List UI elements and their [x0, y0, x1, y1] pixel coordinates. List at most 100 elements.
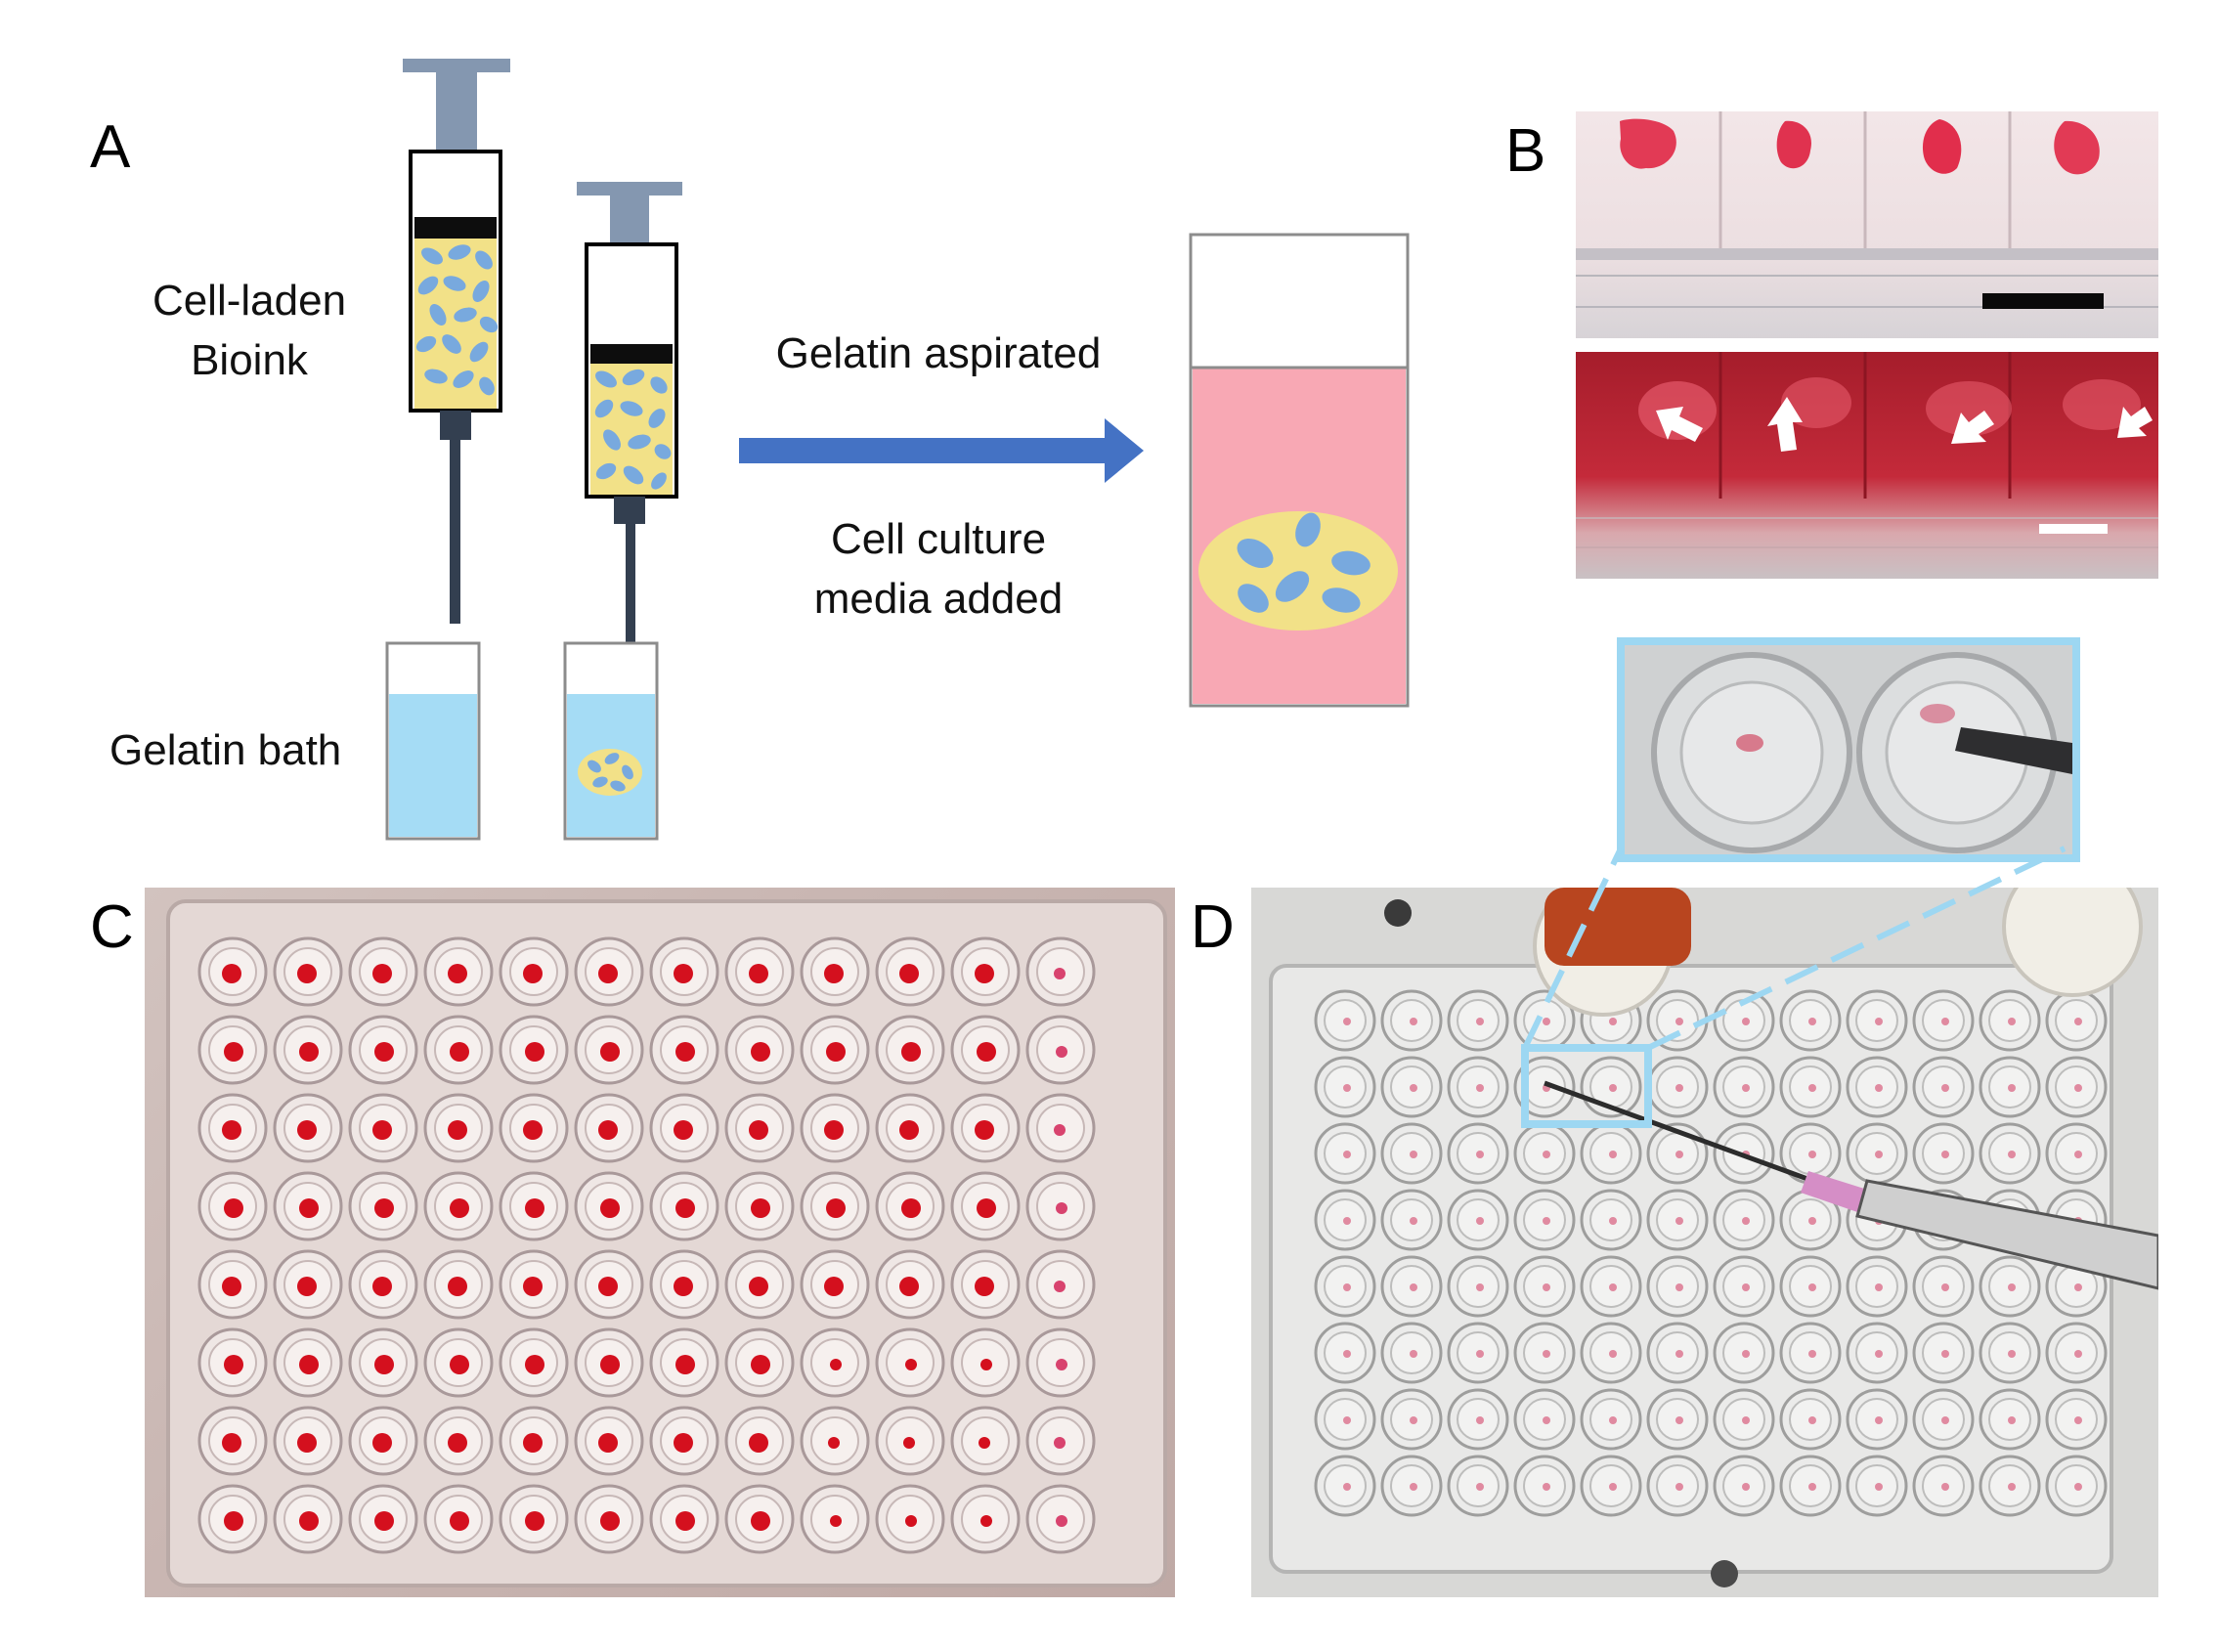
well: [423, 1406, 494, 1476]
well: [1447, 1122, 1509, 1185]
well: [1779, 1388, 1842, 1451]
well: [2045, 1455, 2108, 1517]
well: [197, 1406, 268, 1476]
well: [499, 1015, 569, 1085]
syringe-2: [577, 182, 682, 729]
well: [348, 1327, 418, 1398]
well: [1979, 1388, 2041, 1451]
well: [1779, 989, 1842, 1052]
well: [1447, 1455, 1509, 1517]
well: [649, 936, 719, 1007]
well: [273, 1249, 343, 1320]
well: [499, 1327, 569, 1398]
well: [950, 936, 1021, 1007]
well: [1779, 1322, 1842, 1384]
well: [1314, 1189, 1376, 1251]
well: [1447, 1056, 1509, 1118]
well: [273, 1484, 343, 1554]
well: [1912, 1255, 1975, 1318]
well: [1846, 1322, 1908, 1384]
well: [1646, 1056, 1709, 1118]
well: [800, 1015, 870, 1085]
well: [649, 1484, 719, 1554]
well: [1979, 1255, 2041, 1318]
photo-c-well-plate: [145, 888, 1175, 1597]
well: [1025, 1406, 1096, 1476]
well: [1846, 1388, 1908, 1451]
well: [1779, 1056, 1842, 1118]
well: [197, 1249, 268, 1320]
well: [649, 1249, 719, 1320]
well: [348, 936, 418, 1007]
well: [1580, 1322, 1642, 1384]
well: [1713, 1255, 1775, 1318]
well: [423, 1171, 494, 1241]
well: [1846, 1455, 1908, 1517]
well: [1979, 989, 2041, 1052]
well: [1314, 1255, 1376, 1318]
syringe-2-stopper: [590, 344, 673, 364]
well: [348, 1015, 418, 1085]
arrow-icon-4: [2117, 407, 2153, 438]
well: [197, 936, 268, 1007]
well: [1979, 1455, 2041, 1517]
gelatin-bath-2: [563, 641, 659, 841]
well: [800, 1249, 870, 1320]
well: [348, 1093, 418, 1163]
well: [574, 1249, 644, 1320]
well: [1314, 1388, 1376, 1451]
well: [1580, 1122, 1642, 1185]
well: [1846, 1255, 1908, 1318]
well: [800, 936, 870, 1007]
well: [950, 1327, 1021, 1398]
well: [800, 1171, 870, 1241]
well: [499, 1484, 569, 1554]
photo-b-top: [1576, 111, 2158, 338]
well: [875, 1015, 945, 1085]
well: [348, 1249, 418, 1320]
well: [499, 936, 569, 1007]
syringe-1: [403, 59, 510, 624]
well: [1314, 1056, 1376, 1118]
well: [875, 1484, 945, 1554]
well: [1713, 1455, 1775, 1517]
well: [1979, 1322, 2041, 1384]
well: [1713, 1189, 1775, 1251]
step2-label: Cell culture media added: [743, 514, 1134, 626]
well: [724, 1015, 795, 1085]
well: [2045, 1388, 2108, 1451]
zoom-callout: [1617, 637, 2080, 862]
well: [875, 1327, 945, 1398]
well: [875, 936, 945, 1007]
syringe-2-hub: [614, 497, 645, 524]
well: [724, 1484, 795, 1554]
well: [1380, 989, 1443, 1052]
well: [574, 1015, 644, 1085]
well: [1580, 1255, 1642, 1318]
well: [1513, 1122, 1576, 1185]
well: [499, 1093, 569, 1163]
well: [1713, 1056, 1775, 1118]
well: [1646, 1189, 1709, 1251]
well: [1380, 1388, 1443, 1451]
culture-well: [1189, 233, 1410, 708]
well: [724, 1327, 795, 1398]
well: [724, 1093, 795, 1163]
syringe-1-hub: [440, 411, 471, 440]
well: [1025, 936, 1096, 1007]
well: [800, 1406, 870, 1476]
well: [273, 1093, 343, 1163]
well: [348, 1171, 418, 1241]
bioink-label-line1: Cell-laden: [152, 277, 347, 325]
well: [1380, 1455, 1443, 1517]
well: [197, 1093, 268, 1163]
well: [1513, 1255, 1576, 1318]
well: [423, 1093, 494, 1163]
well: [348, 1484, 418, 1554]
well: [1912, 989, 1975, 1052]
well: [1314, 1455, 1376, 1517]
panel-label-d: D: [1191, 893, 1235, 961]
well: [1513, 1056, 1576, 1118]
well: [1779, 1122, 1842, 1185]
